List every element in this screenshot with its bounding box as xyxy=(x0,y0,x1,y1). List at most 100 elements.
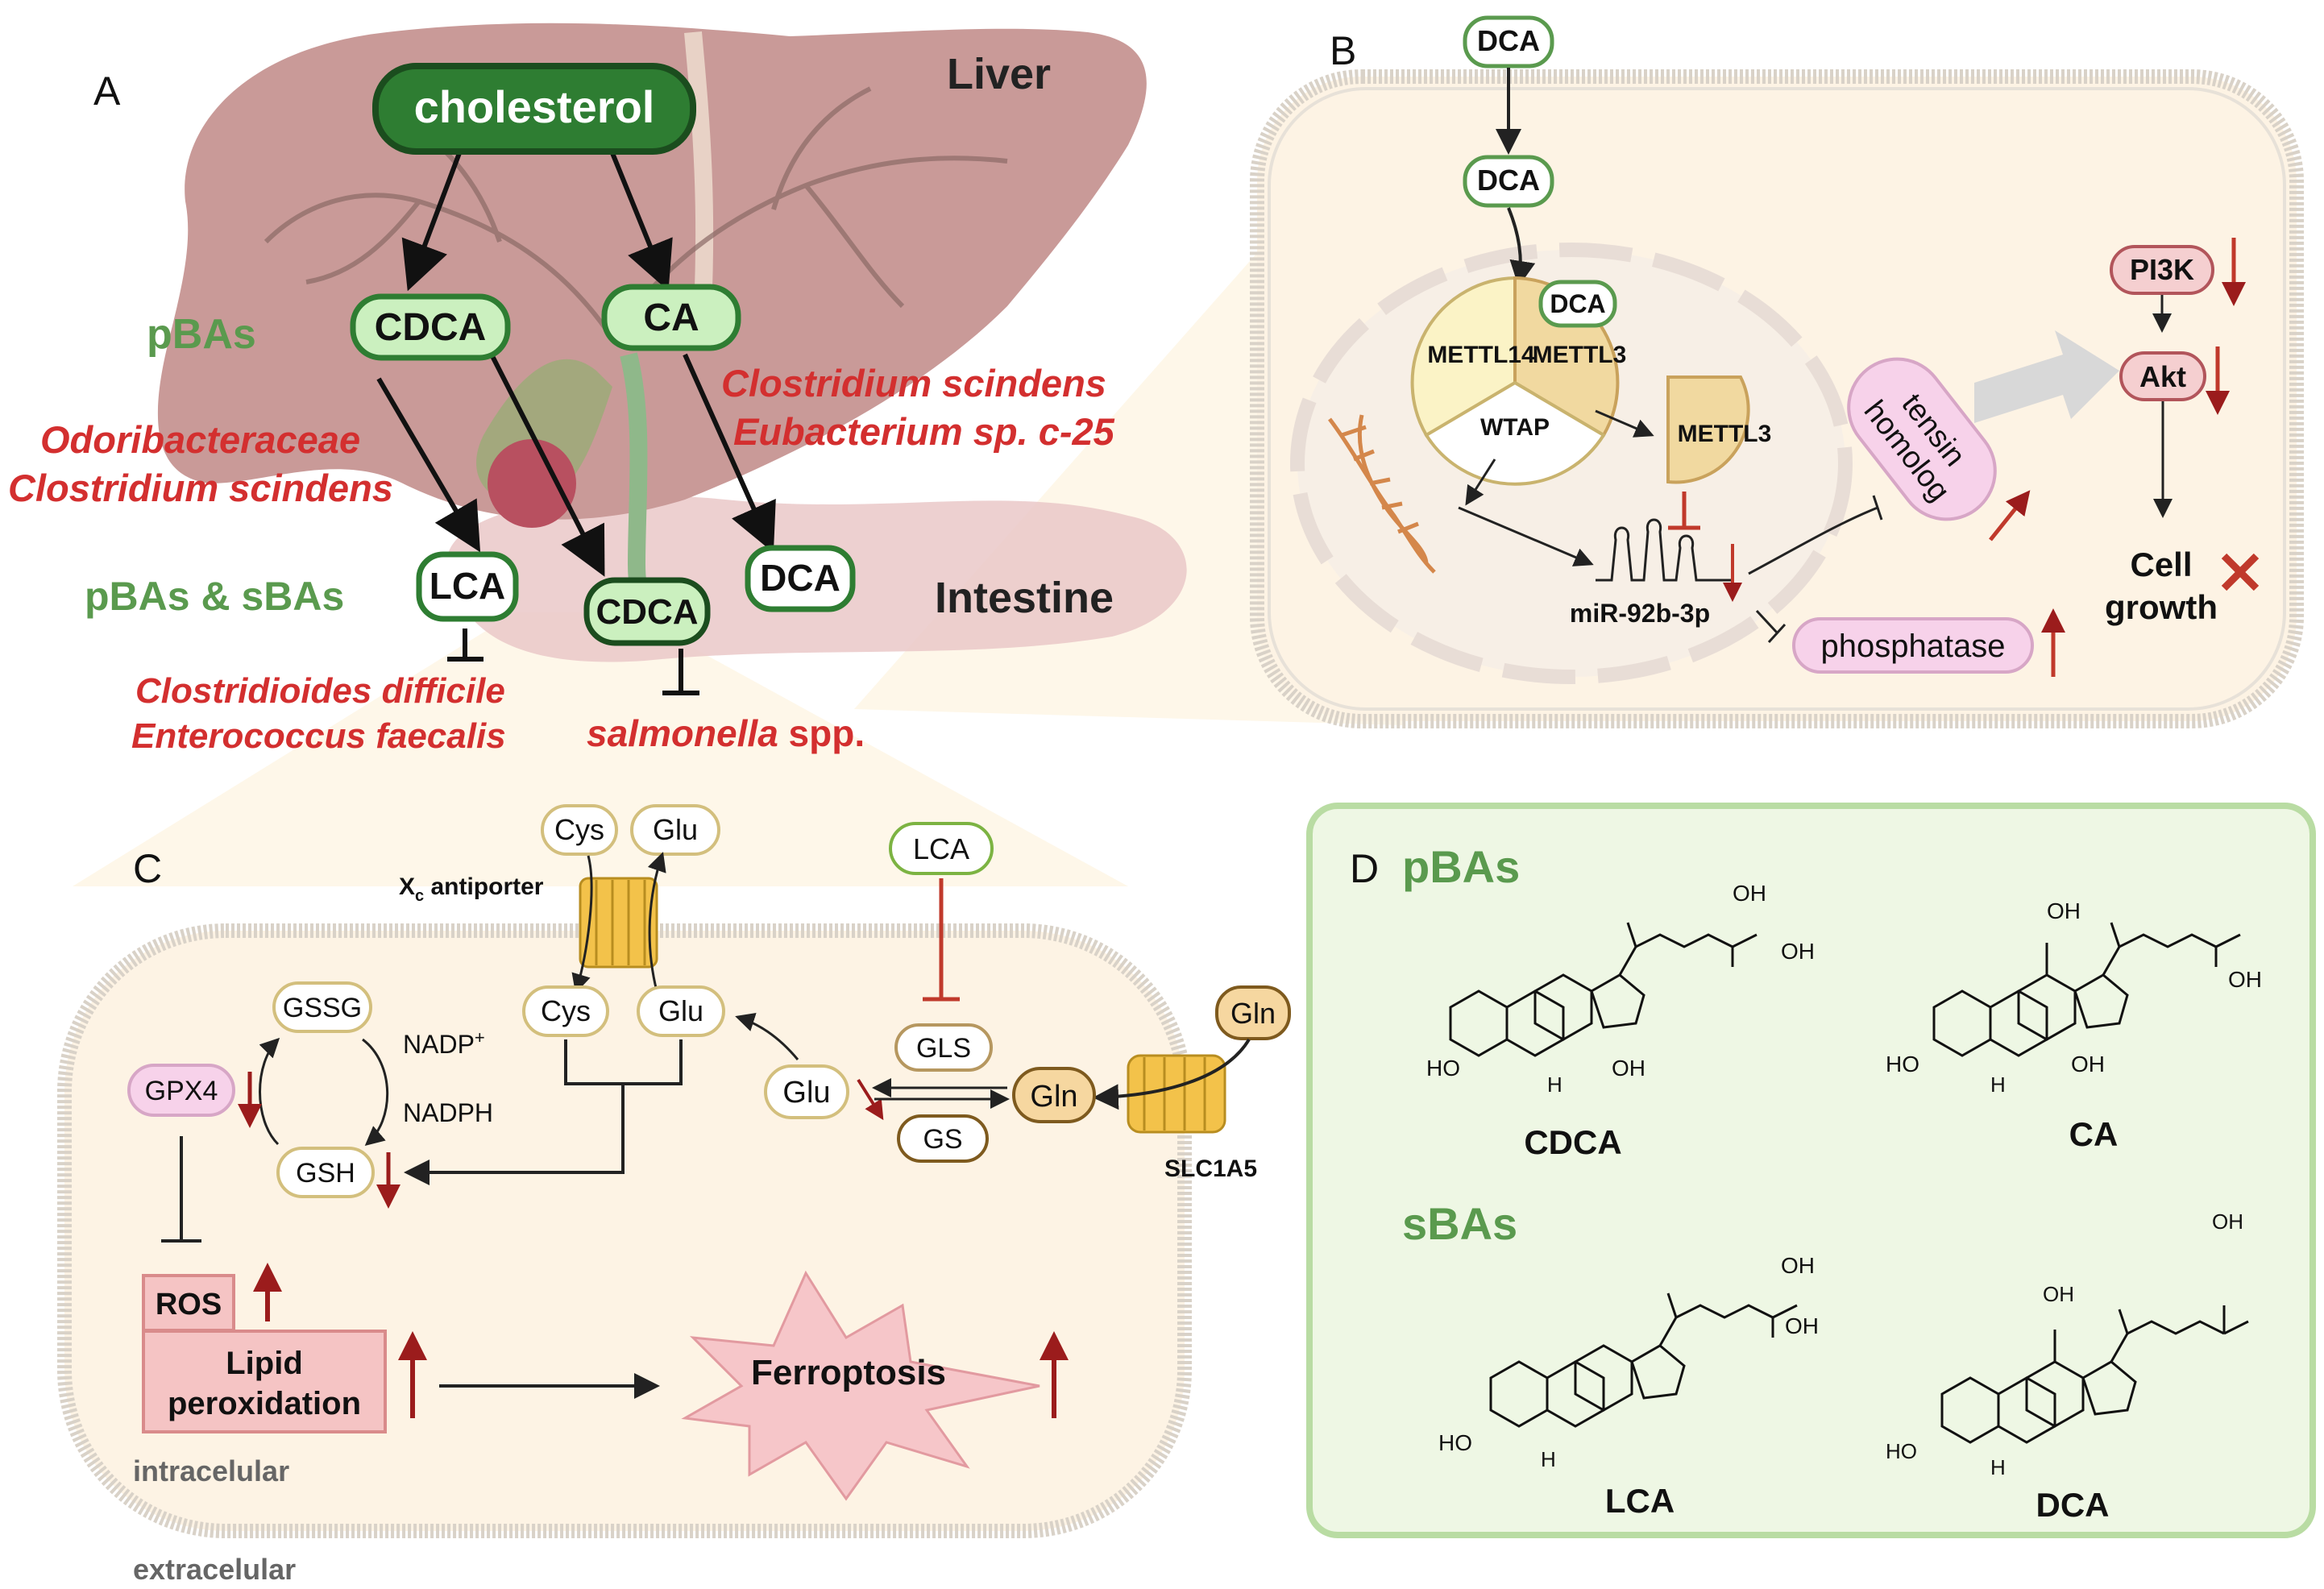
ros-label: ROS xyxy=(156,1288,222,1321)
glu-mid-label: Glu xyxy=(782,1076,830,1110)
dca-label: DCA xyxy=(760,557,840,599)
salmonella-italic: salmonella xyxy=(587,712,778,754)
sbas-label-d: sBAs xyxy=(1402,1198,1517,1249)
arrow-to-mettl3 xyxy=(1595,409,1654,438)
ros-box: ROS xyxy=(142,1274,235,1332)
dca-ho-left: HO xyxy=(1886,1439,1917,1463)
extracellular-label: extracelular xyxy=(133,1553,296,1586)
dca-oh-top: OH xyxy=(2212,1209,2243,1234)
cdca-h: H xyxy=(1547,1072,1562,1097)
mettl3-free-label: METTL3 xyxy=(1678,421,1772,447)
gsh-node: GSH xyxy=(276,1147,375,1198)
cross-icon xyxy=(2221,553,2260,591)
dca-node-intestine: DCA xyxy=(745,545,856,612)
ca-node-liver: CA xyxy=(601,284,741,351)
zoom-wedge-c xyxy=(73,612,1128,886)
ca-h: H xyxy=(1990,1072,2006,1097)
inhib-mirna-phosphatase xyxy=(1755,609,1787,644)
intracellular-label: intracelular xyxy=(133,1454,289,1487)
arrow-cdca-cdca xyxy=(489,353,605,577)
gpx4-node: GPX4 xyxy=(127,1064,235,1117)
intestine-title: Intestine xyxy=(935,574,1114,622)
cdca2-label: CDCA xyxy=(596,592,698,632)
lca-oh-top: OH xyxy=(1781,1253,1815,1278)
inhib-lca-gls xyxy=(923,878,960,1002)
cdca-label: CDCA xyxy=(375,306,487,349)
gsh-label: GSH xyxy=(296,1158,355,1189)
cholesterol-label: cholesterol xyxy=(414,81,655,132)
liver-title: Liver xyxy=(947,50,1051,98)
dca-small-label: DCA xyxy=(1550,289,1605,318)
cell-b-inner xyxy=(1268,87,2286,711)
lipid-peroxidation-box: Lipid peroxidation xyxy=(142,1330,387,1433)
ca-label: CA xyxy=(643,297,699,339)
inhib-mirna-tensin xyxy=(1748,495,1883,575)
arrow-gsh-gssg xyxy=(259,1037,280,1146)
gls-node: GLS xyxy=(894,1023,993,1072)
nadp-label: NADP+ xyxy=(403,1027,485,1059)
mettl14-slice xyxy=(1410,276,1517,438)
nadp-sup: + xyxy=(475,1027,485,1048)
pbas-sbas-label: pBAs & sBAs xyxy=(85,574,344,619)
panel-d-label: D xyxy=(1350,846,1379,891)
cys-in-node: Cys xyxy=(522,985,609,1037)
structure-ca xyxy=(1932,922,2241,1057)
panel-d-box xyxy=(1306,803,2316,1538)
akt-label: Akt xyxy=(2139,360,2186,393)
panel-a-arrows xyxy=(376,151,776,695)
cdca-node-intestine: CDCA xyxy=(583,577,711,646)
cell-label: Cell xyxy=(2130,546,2192,583)
mettl3-label: METTL3 xyxy=(1533,342,1627,368)
tensin-up-arrow xyxy=(1989,490,2031,541)
dna-icon xyxy=(1327,414,1436,574)
glu-mid-node: Glu xyxy=(764,1064,849,1119)
glu-out-label: Glu xyxy=(653,813,698,846)
arrow-glu-glu xyxy=(735,1012,799,1060)
panel-c-label: C xyxy=(133,846,162,891)
glu-in-node: Glu xyxy=(637,985,725,1037)
dca-small-node: DCA xyxy=(1538,280,1617,328)
bacteria-odoribacteraceae: Odoribacteraceae xyxy=(40,418,360,461)
bacteria-clostridium-left: Clostridium scindens xyxy=(8,467,393,509)
xc-antiporter-label: Xc antiporter xyxy=(399,873,544,905)
xc-antiporter-icon xyxy=(579,877,658,969)
lca-node-intestine: LCA xyxy=(416,551,519,622)
gs-label: GS xyxy=(923,1124,962,1155)
lca-struct-label: LCA xyxy=(1605,1482,1675,1520)
mettl3-free: METTL3 xyxy=(1666,375,1772,484)
cdca-oh-top: OH xyxy=(1733,881,1766,906)
ferroptosis-label: Ferroptosis xyxy=(751,1353,946,1392)
cys-out-label: Cys xyxy=(554,813,604,846)
ca-struct-label: CA xyxy=(2069,1115,2119,1153)
nadph-label: NADPH xyxy=(403,1098,493,1127)
dca-struct-label: DCA xyxy=(2036,1486,2110,1524)
xc-sub: c xyxy=(415,887,424,905)
gln-in-node: Gln xyxy=(1012,1067,1096,1123)
ca-oh-12: OH xyxy=(2047,898,2081,923)
bacteria-clostridium-right: Clostridium scindens xyxy=(721,362,1106,405)
mirna-hairpin-icon xyxy=(1596,518,1733,582)
lca-node-c: LCA xyxy=(889,822,994,875)
dca-mid-node: DCA xyxy=(1463,155,1554,208)
nadp-text: NADP xyxy=(403,1030,475,1059)
structure-lca xyxy=(1489,1292,1798,1428)
arrow-gln-in xyxy=(1093,1038,1251,1110)
bracket-to-gsh xyxy=(407,1039,683,1172)
glu-out-node: Glu xyxy=(630,804,720,856)
slc1a5-icon xyxy=(1127,1054,1226,1134)
ca-ho-left: HO xyxy=(1886,1052,1919,1077)
cell-c xyxy=(57,923,1192,1538)
arrow-glu-out xyxy=(647,852,666,992)
bacteria-cdifficile: Clostridioides difficile xyxy=(135,671,505,711)
dca-top-label: DCA xyxy=(1477,24,1540,57)
arrow-chol-cdca xyxy=(401,151,462,292)
phosphatase-label: phosphatase xyxy=(1820,629,2005,664)
growth-label: growth xyxy=(2105,588,2218,626)
gln-in-label: Gln xyxy=(1030,1080,1077,1114)
arrow-chol-ca xyxy=(610,151,673,292)
slc1a5-label: SLC1A5 xyxy=(1164,1155,1257,1182)
pbas-label-a: pBAs xyxy=(147,311,256,358)
phosphatase-node: phosphatase xyxy=(1792,617,2034,674)
panel-b-label: B xyxy=(1330,28,1356,73)
